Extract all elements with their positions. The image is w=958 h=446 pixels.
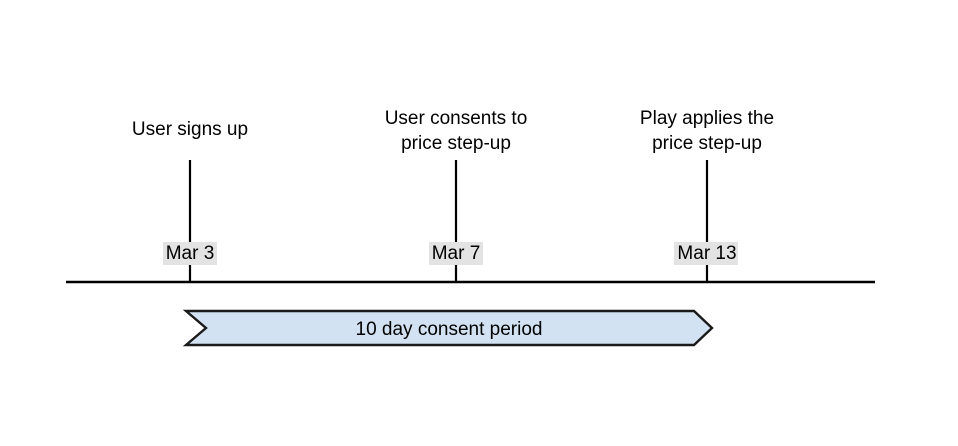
consent-period-banner: 10 day consent period [182, 309, 714, 347]
timeline-event-user-consents: User consents to price step-up Mar 7 [385, 108, 528, 282]
event-caption-line2-user-signs-up: User signs up [132, 119, 248, 140]
timeline-event-play-applies: Play applies the price step-up Mar 13 [640, 108, 774, 282]
date-highlight-mar-3 [163, 242, 217, 265]
event-caption-line2-user-consents: price step-up [401, 133, 511, 154]
consent-period-banner-shape [182, 309, 714, 347]
consent-period-banner-label: 10 day consent period [356, 319, 543, 340]
date-label-mar-7: Mar 7 [432, 243, 481, 264]
timeline-event-user-signs-up: User signs up Mar 3 [132, 119, 248, 282]
event-caption-line1-play-applies: Play applies the [640, 108, 774, 129]
date-label-mar-13: Mar 13 [677, 243, 736, 264]
date-highlight-mar-7 [429, 242, 483, 265]
date-label-mar-3: Mar 3 [166, 243, 215, 264]
event-caption-line2-play-applies: price step-up [652, 133, 762, 154]
date-highlight-mar-13 [674, 242, 738, 265]
event-caption-line1-user-consents: User consents to [385, 108, 528, 129]
